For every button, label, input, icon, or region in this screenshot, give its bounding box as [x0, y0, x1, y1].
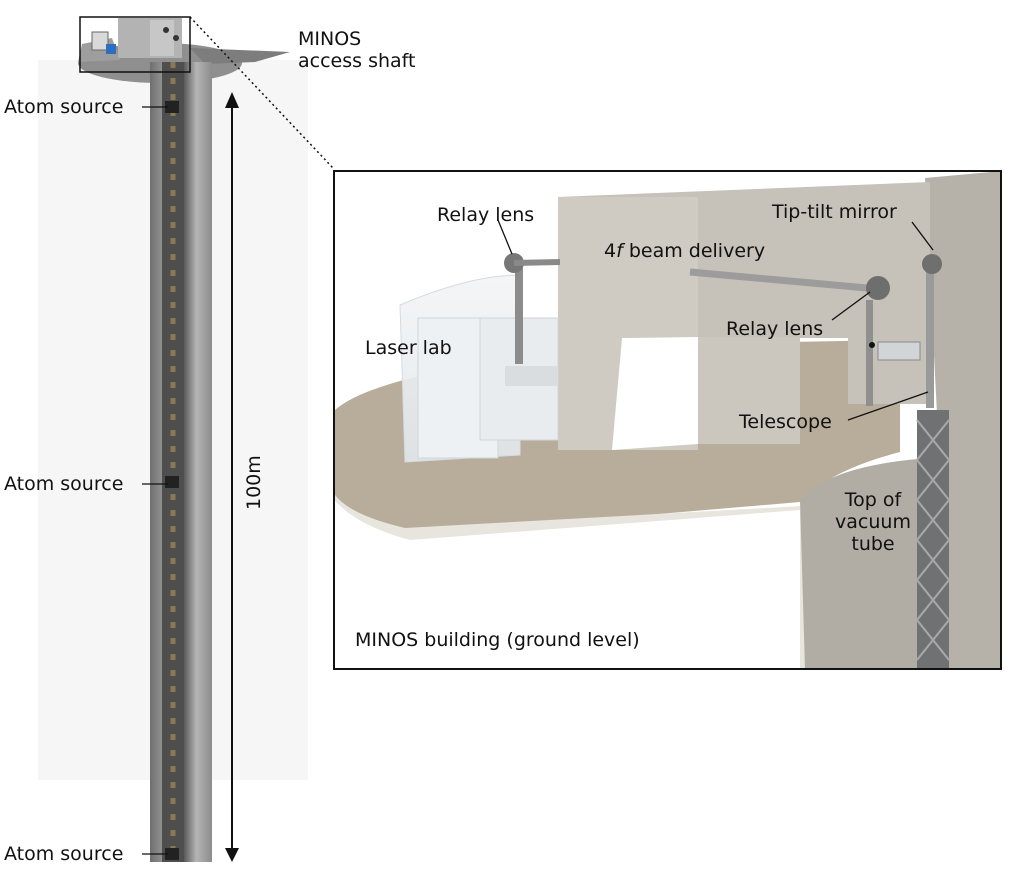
vacuum-tube-line3: tube: [851, 533, 895, 555]
atom-source-top-label: Atom source: [4, 96, 124, 118]
tip-tilt-mirror-label: Tip-tilt mirror: [772, 201, 897, 223]
length-arrow: [225, 92, 239, 862]
access-shaft: [38, 43, 308, 862]
laser-lab-label: Laser lab: [365, 337, 452, 359]
beam-delivery-suffix: beam delivery: [622, 240, 766, 262]
building-caption: MINOS building (ground level): [355, 629, 640, 651]
beam-delivery-prefix: 4: [604, 240, 617, 262]
inset-frame: [333, 170, 1002, 670]
vacuum-tube-line2: vacuum: [835, 511, 911, 533]
atom-source-leaders: [142, 106, 168, 855]
atom-source-bottom-label: Atom source: [4, 843, 124, 865]
building-inset: [335, 171, 1002, 669]
beam-delivery-italic: f: [616, 240, 623, 262]
telescope-label: Telescope: [739, 411, 832, 433]
relay-lens-left-label: Relay lens: [437, 204, 535, 226]
beam-delivery-label: 4f beam delivery: [604, 240, 765, 262]
shaft-title-line2: access shaft: [298, 50, 416, 72]
building-thumbnail: [78, 18, 182, 62]
vacuum-tube-line1: Top of: [844, 489, 902, 511]
length-label: 100m: [243, 455, 265, 510]
relay-lens-right-label: Relay lens: [726, 318, 824, 340]
shaft-title: MINOS access shaft: [298, 28, 415, 72]
atom-source-middle-label: Atom source: [4, 473, 124, 495]
shaft-title-line1: MINOS: [298, 28, 362, 50]
vacuum-tube-label: Top of vacuum tube: [828, 489, 918, 555]
zoom-box: [79, 16, 191, 73]
